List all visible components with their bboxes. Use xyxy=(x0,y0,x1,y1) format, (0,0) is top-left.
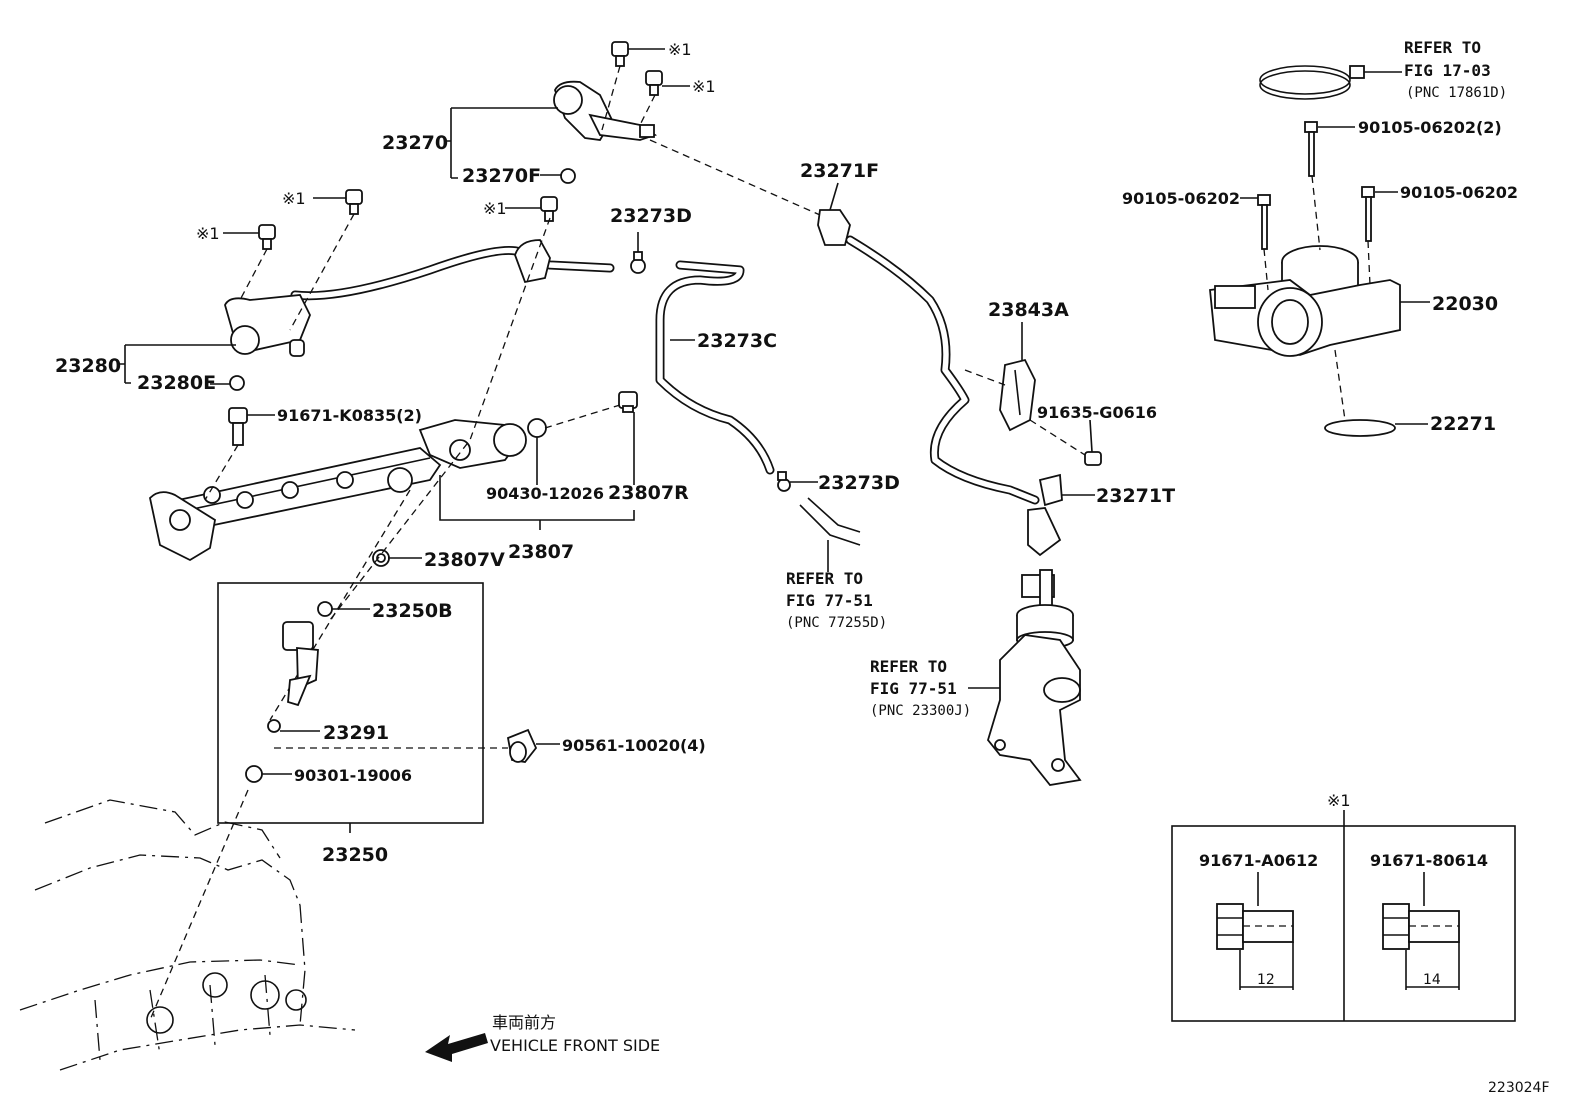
bolt-91671-K0835 xyxy=(228,407,248,446)
spacer-23807V xyxy=(372,549,390,567)
refer-fig77a-line2: FIG 77-51 xyxy=(786,591,873,610)
label-23807R: 23807R xyxy=(608,482,689,504)
arrow-left-icon xyxy=(425,1033,488,1062)
gasket-22271 xyxy=(1324,419,1396,437)
label-91635-G0616: 91635-G0616 xyxy=(1037,403,1157,422)
clamp-23843A xyxy=(999,358,1036,432)
label-90301-19006: 90301-19006 xyxy=(294,766,412,785)
mark-1-a: ※1 xyxy=(668,40,692,59)
bolt-90105-c xyxy=(1361,186,1375,242)
bolt-91635 xyxy=(1084,451,1102,466)
label-23250: 23250 xyxy=(322,844,388,866)
legend-right-part: 91671-80614 xyxy=(1370,851,1488,870)
label-91671-K0835: 91671-K0835(2) xyxy=(277,406,422,425)
direction-en: VEHICLE FRONT SIDE xyxy=(490,1036,660,1055)
refer-fig77a-line3: (PNC 77255D) xyxy=(786,615,887,631)
o-ring-90301 xyxy=(245,765,263,783)
legend-right-size: 14 xyxy=(1423,972,1441,988)
direction-jp: 車両前方 xyxy=(492,1013,556,1032)
bolt-legend-box: ※1 91671-A0612 91671-80614 12 14 xyxy=(1171,791,1516,1022)
legend-mark: ※1 xyxy=(1327,791,1351,810)
legend-right-bolt xyxy=(1382,903,1460,990)
clip-23271T xyxy=(1038,473,1063,507)
bolt-top-a xyxy=(611,41,629,67)
label-23270: 23270 xyxy=(382,132,448,154)
label-22271: 22271 xyxy=(1430,413,1496,435)
figure-id: 223024F xyxy=(1488,1080,1550,1096)
bolt-90105-a xyxy=(1304,121,1318,177)
label-23273C: 23273C xyxy=(697,330,777,352)
label-23271F: 23271F xyxy=(800,160,879,182)
label-23807: 23807 xyxy=(508,541,574,563)
bolt-280-b xyxy=(258,224,276,250)
bolt-280-a xyxy=(345,189,363,215)
clip-23273D-top xyxy=(630,251,646,274)
fuel-delivery-pipe-23807 xyxy=(149,419,527,562)
legend-left-bolt xyxy=(1216,903,1294,990)
mark-1-e: ※1 xyxy=(483,199,507,218)
label-23273D-bottom: 23273D xyxy=(818,472,900,494)
engine-outline xyxy=(19,799,356,1071)
fuel-pump-module xyxy=(987,569,1082,786)
pressure-regulator-23270 xyxy=(553,80,658,141)
refer-fig17-line1: REFER TO xyxy=(1404,38,1481,57)
label-90105-06202-2: 90105-06202(2) xyxy=(1358,118,1502,137)
o-ring-23250B xyxy=(317,601,333,617)
refer-fig77b-line1: REFER TO xyxy=(870,657,947,676)
mark-1-b: ※1 xyxy=(692,77,716,96)
label-22030: 22030 xyxy=(1432,293,1498,315)
label-90105-06202-left: 90105-06202 xyxy=(1122,189,1240,208)
clip-23273D-bottom xyxy=(777,471,791,492)
label-23807V: 23807V xyxy=(424,549,505,571)
legend-left-size: 12 xyxy=(1257,972,1275,988)
connector-23271F xyxy=(817,209,851,246)
bolt-top-b xyxy=(645,70,663,96)
bolt-mid xyxy=(540,196,558,222)
refer-fig17-line3: (PNC 17861D) xyxy=(1406,85,1507,101)
insulator-23291 xyxy=(267,719,281,733)
refer-fig77a-line1: REFER TO xyxy=(786,569,863,588)
label-23270F: 23270F xyxy=(462,165,541,187)
label-23280E: 23280E xyxy=(137,372,216,394)
hose-clamp-ring xyxy=(1259,65,1365,100)
collar-90561 xyxy=(506,728,538,763)
o-ring-23270F xyxy=(560,168,576,184)
label-23280: 23280 xyxy=(55,355,121,377)
mark-1-d: ※1 xyxy=(196,224,220,243)
pulsation-damper-23280 xyxy=(224,294,311,357)
label-23271T: 23271T xyxy=(1096,485,1175,507)
label-90105-06202-right: 90105-06202 xyxy=(1400,183,1518,202)
plug-23807R xyxy=(618,391,638,413)
mark-1-c: ※1 xyxy=(282,189,306,208)
label-90430-12026: 90430-12026 xyxy=(486,484,604,503)
refer-fig17-line2: FIG 17-03 xyxy=(1404,61,1491,80)
bolt-90105-b xyxy=(1257,194,1271,250)
refer-fig77b-line2: FIG 77-51 xyxy=(870,679,957,698)
label-23843A: 23843A xyxy=(988,299,1069,321)
leader-lines xyxy=(210,48,1430,775)
gasket-90430 xyxy=(527,418,547,438)
vehicle-front-indicator: 車両前方 VEHICLE FRONT SIDE xyxy=(425,1013,660,1062)
label-23250B: 23250B xyxy=(372,600,453,622)
refer-fig77b-line3: (PNC 23300J) xyxy=(870,703,971,719)
label-90561-10020: 90561-10020(4) xyxy=(562,736,706,755)
fuel-injector xyxy=(282,621,319,707)
throttle-body-22030 xyxy=(1209,245,1401,357)
label-23291: 23291 xyxy=(323,722,389,744)
label-23273D-top: 23273D xyxy=(610,205,692,227)
legend-left-part: 91671-A0612 xyxy=(1199,851,1318,870)
o-ring-23280E xyxy=(229,375,245,391)
fuel-pump-connector xyxy=(1027,507,1062,557)
pipe-clamp-bracket xyxy=(514,239,551,284)
